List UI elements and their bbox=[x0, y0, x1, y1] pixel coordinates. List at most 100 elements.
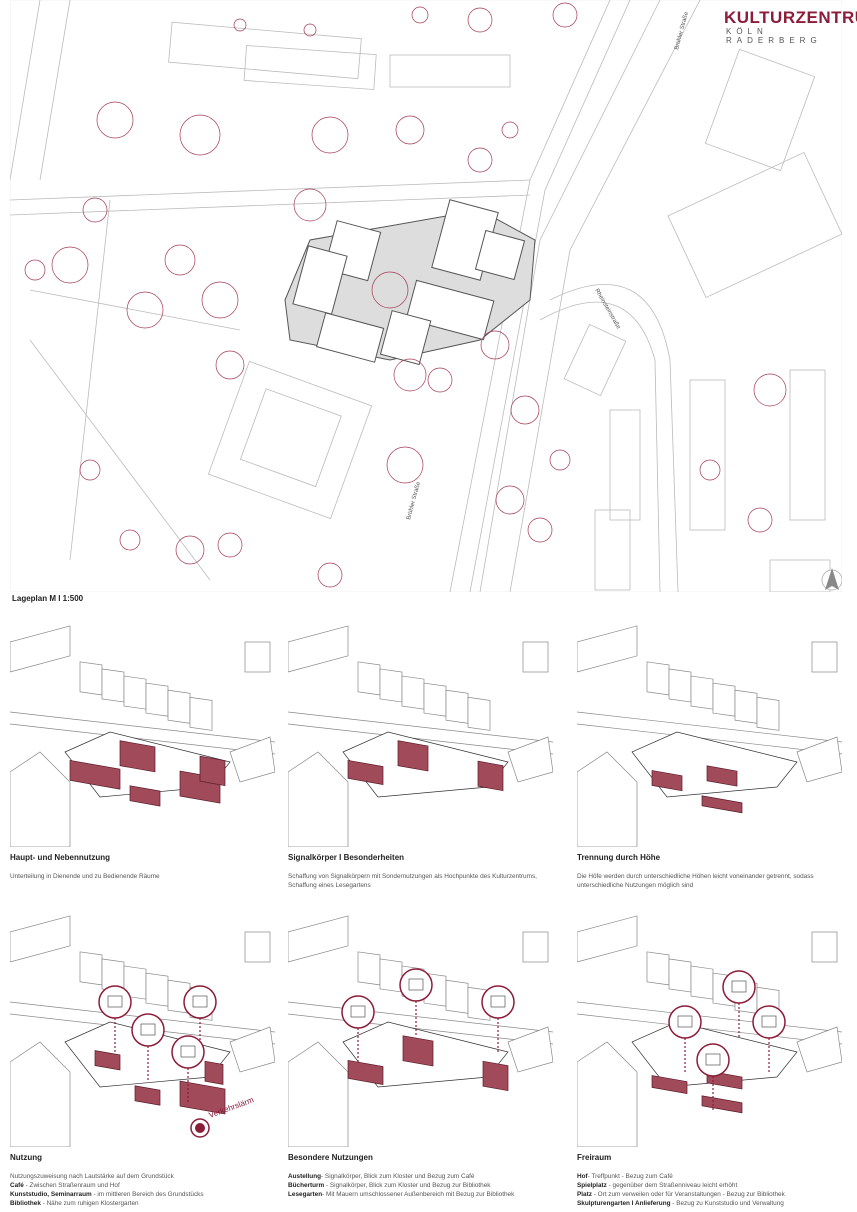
logo-title: KULTURZENTRUM bbox=[724, 8, 857, 27]
axonometric-diagram bbox=[577, 625, 842, 847]
term: Bücherturm bbox=[288, 1182, 325, 1189]
tree-icon bbox=[293, 188, 327, 222]
tree-icon bbox=[371, 271, 409, 309]
tree-icon bbox=[233, 18, 247, 32]
term-text: - Signalkörper, Blick zum Kloster und Be… bbox=[324, 1182, 491, 1189]
logo-subtitle: KÖLN RADERBERG bbox=[726, 27, 822, 45]
tree-icon bbox=[747, 507, 773, 533]
highlight-volume bbox=[651, 770, 683, 792]
term-text: - Bezug zu Kunststudio und Verwaltung bbox=[670, 1200, 784, 1207]
term-text: - Signalkörper, Blick zum Kloster und Be… bbox=[321, 1173, 475, 1180]
tree-icon bbox=[510, 395, 540, 425]
tree-icon bbox=[51, 246, 89, 284]
description-line: Bibliothek - Nähe zum ruhigen Klostergar… bbox=[10, 1199, 275, 1208]
site-plan-label: Lageplan M I 1:500 bbox=[12, 594, 84, 603]
description-line: Die Höfe werden durch unterschiedliche H… bbox=[577, 872, 842, 890]
tree-icon bbox=[393, 358, 427, 392]
usage-icon bbox=[696, 1043, 730, 1077]
highlight-volume bbox=[199, 755, 226, 787]
term: Café bbox=[10, 1182, 24, 1189]
tree-icon bbox=[317, 562, 343, 588]
term-text: Unterteilung in Dienende und zu Bedienen… bbox=[10, 873, 160, 880]
description-line: Austellung- Signalkörper, Blick zum Klos… bbox=[288, 1172, 553, 1181]
tree-icon bbox=[126, 291, 164, 329]
usage-icon bbox=[171, 1035, 205, 1069]
description-line: Lesegarten- Mit Mauern umschlossener Auß… bbox=[288, 1190, 553, 1199]
term-text: - im mittleren Bereich des Grundstücks bbox=[91, 1191, 204, 1198]
description-line: Hof- Treffpunkt - Bezug zum Café bbox=[577, 1172, 842, 1181]
usage-icon bbox=[399, 968, 433, 1002]
highlight-volume bbox=[119, 740, 156, 773]
highlight-volume bbox=[706, 765, 738, 787]
north-arrow-icon bbox=[821, 568, 842, 591]
highlight-volume bbox=[397, 740, 429, 772]
tree-icon bbox=[527, 517, 553, 543]
term-text: - Zwischen Straßenraum und Hof bbox=[23, 1182, 120, 1189]
tree-icon bbox=[552, 2, 578, 28]
axonometric-diagram bbox=[577, 915, 842, 1147]
term: Bibliothek bbox=[10, 1200, 41, 1207]
panel-title: Trennung durch Höhe bbox=[577, 853, 661, 862]
highlight-volume bbox=[94, 1050, 121, 1071]
usage-icon bbox=[722, 970, 756, 1004]
highlight-volume bbox=[477, 760, 504, 792]
tree-icon bbox=[467, 147, 493, 173]
description-line: Café - Zwischen Straßenraum und Hof bbox=[10, 1181, 275, 1190]
axonometric-diagram: Verkehrslärm bbox=[10, 915, 275, 1147]
tree-icon bbox=[96, 101, 134, 139]
panel-description: Die Höfe werden durch unterschiedliche H… bbox=[577, 872, 842, 890]
description-line: Skulpturengarten I Anlieferung - Bezug z… bbox=[577, 1199, 842, 1208]
description-line: Kunststudio, Seminarraum - im mittleren … bbox=[10, 1190, 275, 1199]
usage-icon bbox=[98, 985, 132, 1019]
usage-icon bbox=[131, 1013, 165, 1047]
tree-icon bbox=[215, 350, 245, 380]
term: Spielplatz bbox=[577, 1182, 607, 1189]
usage-icon bbox=[752, 1005, 786, 1039]
term: Skulpturengarten I Anlieferung bbox=[577, 1200, 671, 1207]
highlight-volume bbox=[701, 795, 743, 814]
tree-icon bbox=[411, 6, 429, 24]
term-text: - Ort zum verweilen oder für Veranstaltu… bbox=[591, 1191, 785, 1198]
term: Lesegarten bbox=[288, 1191, 323, 1198]
tree-icon bbox=[175, 535, 205, 565]
highlight-volume bbox=[179, 1080, 226, 1115]
highlight-volume bbox=[69, 759, 121, 790]
usage-icon bbox=[341, 995, 375, 1029]
panel-title: Haupt- und Nebennutzung bbox=[10, 853, 110, 862]
tree-icon bbox=[549, 449, 571, 471]
tree-icon bbox=[24, 259, 46, 281]
tree-icon bbox=[303, 23, 317, 37]
panel-description: Austellung- Signalkörper, Blick zum Klos… bbox=[288, 1172, 553, 1199]
axonometric-diagram bbox=[288, 625, 553, 847]
term-text: Die Höfe werden durch unterschiedliche H… bbox=[577, 873, 814, 889]
term: Austellung bbox=[288, 1173, 322, 1180]
highlight-volume bbox=[204, 1060, 224, 1085]
highlight-volume bbox=[701, 1095, 743, 1114]
tree-icon bbox=[217, 532, 243, 558]
street-label: Brühler Straße bbox=[674, 11, 690, 51]
tree-icon bbox=[395, 115, 425, 145]
highlight-volume bbox=[651, 1075, 688, 1095]
term: Hof bbox=[577, 1173, 588, 1180]
highlight-volume bbox=[129, 785, 161, 807]
panel-title: Signalkörper I Besonderheiten bbox=[288, 853, 405, 862]
panel-description: Nutzungszuweisung nach Lautstärke auf de… bbox=[10, 1172, 275, 1208]
street-label: Brühler Straße bbox=[406, 481, 422, 521]
highlight-volume bbox=[482, 1060, 509, 1092]
description-line: Schaffung von Signalkörpern mit Sondernu… bbox=[288, 872, 553, 890]
site-plan: Brühler Straße Rheinsteinstraße Brühler … bbox=[10, 0, 842, 592]
tree-icon bbox=[79, 459, 101, 481]
tree-icon bbox=[179, 114, 221, 156]
description-line: Bücherturm - Signalkörper, Blick zum Klo… bbox=[288, 1181, 553, 1190]
panel-description: Unterteilung in Dienende und zu Bedienen… bbox=[10, 872, 275, 881]
tree-icon bbox=[753, 373, 787, 407]
highlight-volume bbox=[347, 759, 384, 785]
tree-icon bbox=[495, 485, 525, 515]
panel-title: Freiraum bbox=[577, 1153, 612, 1162]
description-line: Nutzungszuweisung nach Lautstärke auf de… bbox=[10, 1172, 275, 1181]
